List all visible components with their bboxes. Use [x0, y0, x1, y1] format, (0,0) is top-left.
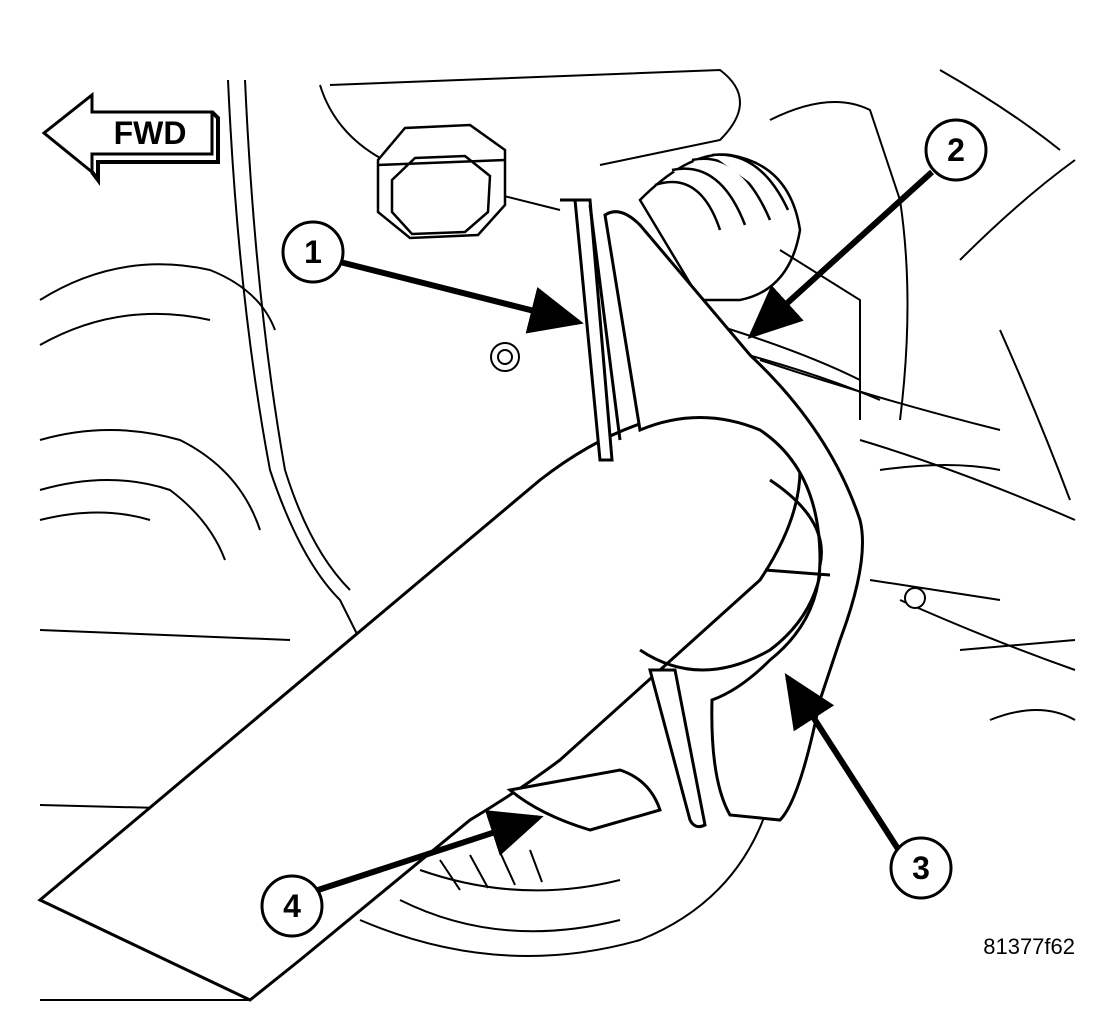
leader-4 — [317, 810, 544, 893]
callout-4-number: 4 — [283, 888, 301, 924]
callout-2: 2 — [924, 118, 988, 182]
leader-1 — [339, 259, 584, 334]
leader-lines — [317, 169, 935, 893]
callout-1: 1 — [281, 220, 345, 284]
callout-3: 3 — [889, 836, 953, 900]
frame-hole — [490, 342, 520, 372]
figure-id: 81377f62 — [983, 934, 1075, 959]
callout-4: 4 — [260, 874, 324, 938]
stabilizer-bar — [37, 408, 802, 1002]
leader-3 — [784, 672, 903, 854]
bushing — [639, 478, 831, 672]
leader-2 — [747, 169, 935, 340]
mounting-bolt — [376, 123, 507, 240]
lower-wheel — [359, 799, 771, 957]
callout-3-number: 3 — [912, 850, 930, 886]
callout-1-number: 1 — [304, 234, 322, 270]
callout-2-number: 2 — [947, 132, 965, 168]
bushing-bracket — [506, 198, 864, 832]
fwd-arrow: FWD — [41, 91, 220, 186]
body-panel-lines — [39, 68, 1076, 811]
fwd-label: FWD — [114, 115, 187, 151]
